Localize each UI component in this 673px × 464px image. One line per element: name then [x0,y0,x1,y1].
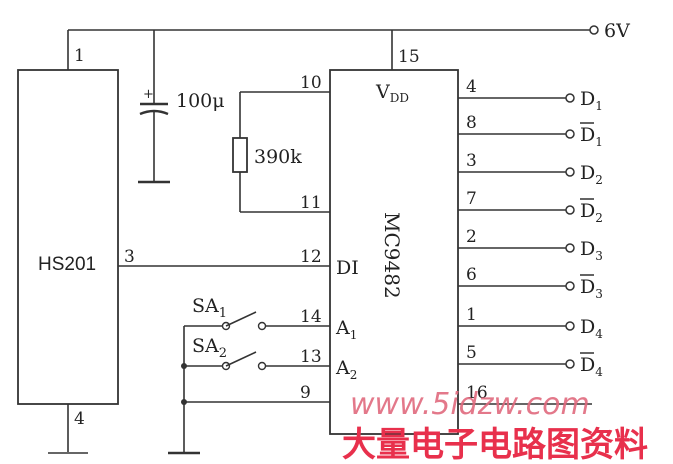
mc9482-pin-number: 3 [466,151,477,171]
mc9482-pin-label: A2 [335,357,357,382]
mc9482-pin-16: 16 [458,383,592,405]
resistor-value: 390k [254,146,302,168]
mc9482-pin-number: 5 [466,343,477,363]
hs201-pin-1: 1 [74,46,85,66]
output-label: D2 [580,200,603,225]
mc9482-pin-label: A1 [335,317,357,342]
output-terminal [565,359,575,369]
output-terminal [565,205,575,215]
mc9482-pin-number: 9 [300,383,311,403]
mc9482-pin-number: 4 [466,77,477,97]
switch-labels: SA1 SA2 [192,295,227,361]
output-label: D4 [580,354,603,379]
output-label: D2 [580,162,603,187]
mc9482-pin-number: 7 [466,189,477,209]
capacitor-100u: + 100μ [138,30,225,184]
capacitor-value: 100μ [176,90,225,112]
mc9482-pin-label: DI [336,257,359,279]
mc9482-vdd-label: VDD [375,81,409,105]
switch-label-sa1: SA1 [192,295,227,321]
hs201-pin-4: 4 [74,409,85,429]
resistor-body [232,137,248,173]
mc9482-pin-number: 11 [300,193,322,213]
mc9482-left-wiring [118,265,330,455]
output-terminal [565,167,575,177]
output-label: D1 [580,124,603,149]
output-label: D4 [580,316,603,341]
mc9482-body [329,69,459,435]
output-terminal [565,321,575,331]
output-terminal [565,281,575,291]
output-label: D1 [580,88,603,113]
output-terminal [565,129,575,139]
mc9482-pin-vdd: 15 [398,47,420,67]
capacitor-polarity: + [143,87,154,102]
hs201-body [17,69,119,405]
switch-label-sa2: SA2 [192,335,227,361]
watermark: www.5idzw.com 大量电子电路图资料 [342,387,648,464]
output-terminal [565,93,575,103]
output-terminal [565,243,575,253]
mc9482-pin-number: 12 [300,247,322,267]
mc9482-pin-number: 10 [300,73,322,93]
mc9482-pin-number: 2 [466,227,477,247]
svg-text:16: 16 [466,383,488,403]
supply-rail: 6V [68,20,630,42]
mc9482-pin-number: 1 [466,305,477,325]
mc9482-pin-number: 13 [300,347,322,367]
hs201-pin-3: 3 [124,247,135,267]
hs201-name: HS201 [38,254,96,275]
mc9482-pin-number: 6 [466,265,477,285]
watermark-cn: 大量电子电路图资料 [342,425,648,464]
resistor-390k: 390k [232,91,330,213]
supply-terminal [589,25,599,35]
watermark-url: www.5idzw.com [350,387,590,422]
output-label: D3 [580,238,603,263]
mc9482-pin-number: 8 [466,113,477,133]
mc9482-pin-number: 14 [300,307,322,327]
output-label: D3 [580,276,603,301]
mc9482-chip: 15 VDD MC9482 [329,30,459,435]
hs201-chip: HS201 1 3 4 [17,30,135,454]
mc9482-name: MC9482 [380,212,404,299]
supply-label: 6V [604,20,630,42]
